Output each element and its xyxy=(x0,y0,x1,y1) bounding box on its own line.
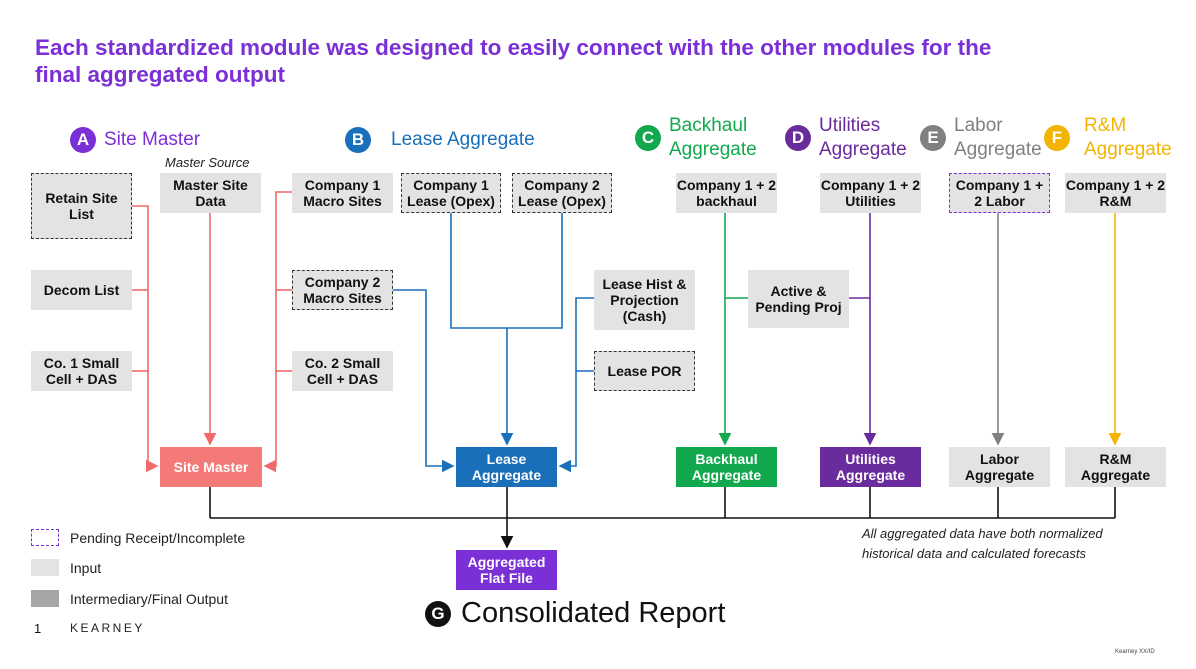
module-c-header: C Backhaul Aggregate xyxy=(635,114,774,162)
module-b-badge: B xyxy=(345,127,371,153)
module-b-label: Lease Aggregate xyxy=(391,129,535,150)
retain-site-list-input: Retain Site List xyxy=(31,173,132,239)
labor-aggregate-output: Labor Aggregate xyxy=(949,447,1050,487)
aggregated-data-note: All aggregated data have both normalized… xyxy=(862,526,1103,561)
utilities-input: Company 1 + 2 Utilities xyxy=(820,173,921,213)
utilities-aggregate-output: Utilities Aggregate xyxy=(820,447,921,487)
co1-small-cell-input: Co. 1 Small Cell + DAS xyxy=(31,351,132,391)
lease-hist-projection-input: Lease Hist & Projection (Cash) xyxy=(594,270,695,330)
legend-pending-swatch xyxy=(31,529,59,546)
company2-macro-sites-input: Company 2 Macro Sites xyxy=(292,270,393,310)
master-source-label: Master Source xyxy=(165,155,250,170)
lease-connectors xyxy=(392,212,594,473)
module-d-label: Utilities Aggregate xyxy=(819,115,907,160)
module-f-badge: F xyxy=(1044,125,1070,151)
module-c-label: Backhaul Aggregate xyxy=(669,115,757,160)
kearney-logo: KEARNEY xyxy=(70,621,145,635)
active-pending-proj-input: Active & Pending Proj xyxy=(748,270,849,328)
module-e-header: E Labor Aggregate xyxy=(920,114,1054,162)
module-e-label: Labor Aggregate xyxy=(954,115,1042,160)
legend-output: Intermediary/Final Output xyxy=(31,590,228,607)
legend-output-swatch xyxy=(31,590,59,607)
lease-por-input: Lease POR xyxy=(594,351,695,391)
company1-lease-opex-input: Company 1 Lease (Opex) xyxy=(401,173,501,213)
module-e-badge: E xyxy=(920,125,946,151)
module-d-header: D Utilities Aggregate xyxy=(785,114,919,162)
site-master-output: Site Master xyxy=(160,447,262,487)
legend-input-swatch xyxy=(31,559,59,576)
module-b-header: B Lease Aggregate xyxy=(345,127,535,153)
backhaul-connectors xyxy=(718,212,748,446)
company2-lease-opex-input: Company 2 Lease (Opex) xyxy=(512,173,612,213)
page-title: Each standardized module was designed to… xyxy=(35,35,992,87)
legend-input-label: Input xyxy=(70,559,102,576)
co2-small-cell-input: Co. 2 Small Cell + DAS xyxy=(292,351,393,391)
decom-list-input: Decom List xyxy=(31,270,132,310)
module-c-badge: C xyxy=(635,125,661,151)
aggregated-flat-file-output: Aggregated Flat File xyxy=(456,550,557,590)
module-a-header: A Site Master xyxy=(70,127,200,153)
labor-input: Company 1 + 2 Labor xyxy=(949,173,1050,213)
module-d-badge: D xyxy=(785,125,811,151)
legend-output-label: Intermediary/Final Output xyxy=(70,590,228,607)
utilities-connectors xyxy=(849,212,877,446)
aggregation-bus xyxy=(209,487,1116,549)
legend-input: Input xyxy=(31,559,101,576)
site-master-connectors xyxy=(132,191,292,473)
legend-pending: Pending Receipt/Incomplete xyxy=(31,529,245,546)
module-g-badge: G xyxy=(425,600,451,627)
lease-aggregate-output: Lease Aggregate xyxy=(456,447,557,487)
consolidated-report-label: Consolidated Report xyxy=(461,597,726,629)
module-a-badge: A xyxy=(70,127,96,153)
backhaul-input: Company 1 + 2 backhaul xyxy=(676,173,777,213)
module-f-header: F R&M Aggregate xyxy=(1044,114,1184,162)
rm-aggregate-output: R&M Aggregate xyxy=(1065,447,1166,487)
legend-pending-label: Pending Receipt/Incomplete xyxy=(70,529,246,546)
footer-tag: Kearney XX/ID xyxy=(1115,649,1155,655)
company1-macro-sites-input: Company 1 Macro Sites xyxy=(292,173,393,213)
rm-input: Company 1 + 2 R&M xyxy=(1065,173,1166,213)
master-site-data-input: Master Site Data xyxy=(160,173,261,213)
module-a-label: Site Master xyxy=(104,129,201,150)
module-f-label: R&M Aggregate xyxy=(1084,115,1172,160)
module-g-header: G Consolidated Report xyxy=(425,597,725,630)
page-number: 1 xyxy=(34,621,42,636)
backhaul-aggregate-output: Backhaul Aggregate xyxy=(676,447,777,487)
